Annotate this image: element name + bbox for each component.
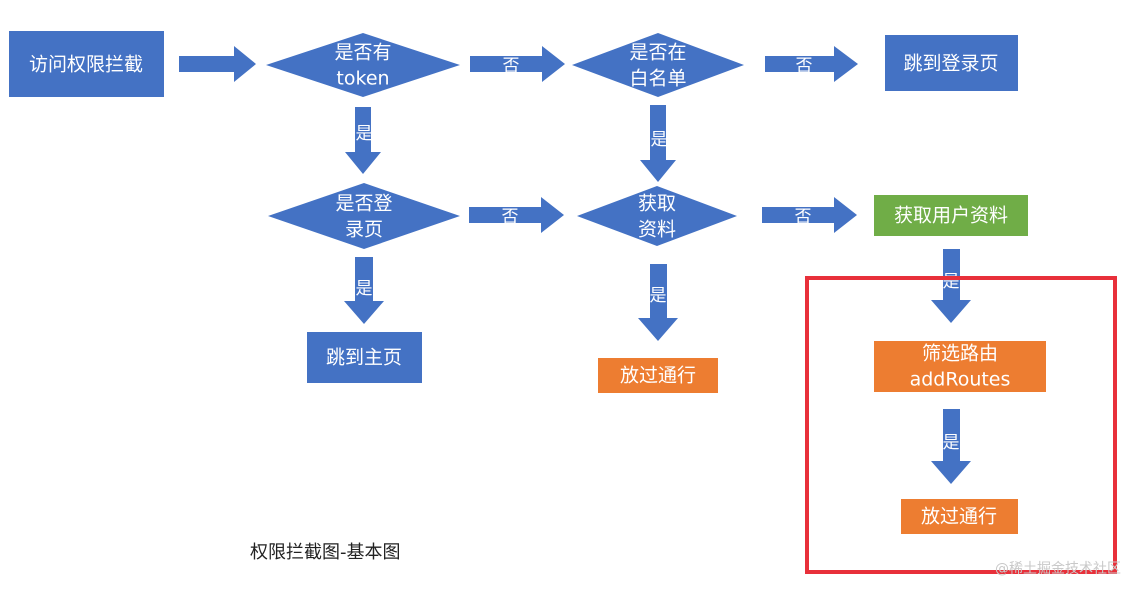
arrow-label-no-3: 否 (502, 207, 519, 227)
node-get-info-diamond (577, 186, 737, 246)
arrow-right-no-1 (470, 46, 565, 82)
node-to-home-label: 跳到主页 (326, 347, 402, 369)
arrow-label-yes-2: 是 (651, 130, 668, 150)
arrow-right-1 (179, 46, 256, 82)
node-get-user-info-label: 获取用户资料 (894, 205, 1008, 227)
node-get-info-label-2: 资料 (638, 219, 676, 241)
highlight-frame (805, 276, 1117, 574)
node-get-user-info-box (874, 195, 1028, 236)
node-has-token-diamond (266, 33, 460, 97)
node-pass-1-box (598, 358, 718, 393)
arrow-down-yes-2 (640, 105, 676, 182)
node-filter-routes-label-1: 筛选路由 (922, 343, 998, 365)
arrow-down-yes-4 (638, 264, 678, 341)
arrow-right-no-4 (762, 197, 857, 233)
node-to-login-label: 跳到登录页 (903, 53, 998, 75)
node-filter-routes-box (874, 341, 1046, 392)
node-is-login-diamond (268, 183, 460, 249)
arrow-down-yes-5 (931, 249, 971, 323)
node-is-login-label-2: 录页 (345, 219, 383, 241)
arrow-right-no-2 (765, 46, 858, 82)
arrow-label-yes-4: 是 (650, 286, 667, 306)
arrow-label-yes-1: 是 (356, 124, 373, 144)
arrow-down-yes-1 (345, 107, 381, 174)
node-is-login-label-1: 是否登 (335, 193, 392, 215)
arrow-label-yes-6: 是 (943, 433, 960, 453)
arrow-label-no-4: 否 (795, 207, 812, 227)
node-pass-2-label: 放过通行 (921, 506, 997, 528)
arrow-label-no-2: 否 (796, 56, 813, 76)
node-has-token-label-1: 是否有 (334, 42, 391, 64)
diagram-caption: 权限拦截图-基本图 (250, 542, 401, 563)
node-whitelist-label-2: 白名单 (629, 68, 686, 90)
arrow-label-yes-5: 是 (943, 272, 960, 292)
arrow-label-no-1: 否 (503, 56, 520, 76)
node-has-token-label-2: token (336, 68, 389, 90)
arrow-down-yes-3 (344, 257, 384, 324)
node-whitelist-label-1: 是否在 (629, 42, 686, 64)
watermark: @稀土掘金技术社区 (995, 561, 1121, 577)
node-get-info-label-1: 获取 (638, 193, 676, 215)
node-whitelist-diamond (572, 33, 744, 97)
node-to-login-box (885, 35, 1018, 91)
arrow-down-yes-6 (931, 409, 971, 484)
arrow-right-no-3 (469, 197, 564, 233)
node-to-home-box (307, 332, 422, 383)
node-intercept-label: 访问权限拦截 (29, 54, 143, 76)
node-pass-1-label: 放过通行 (620, 365, 696, 387)
arrow-label-yes-3: 是 (356, 279, 373, 299)
node-filter-routes-label-2: addRoutes (910, 369, 1011, 391)
node-intercept-box (9, 31, 164, 97)
node-pass-2-box (901, 499, 1018, 534)
